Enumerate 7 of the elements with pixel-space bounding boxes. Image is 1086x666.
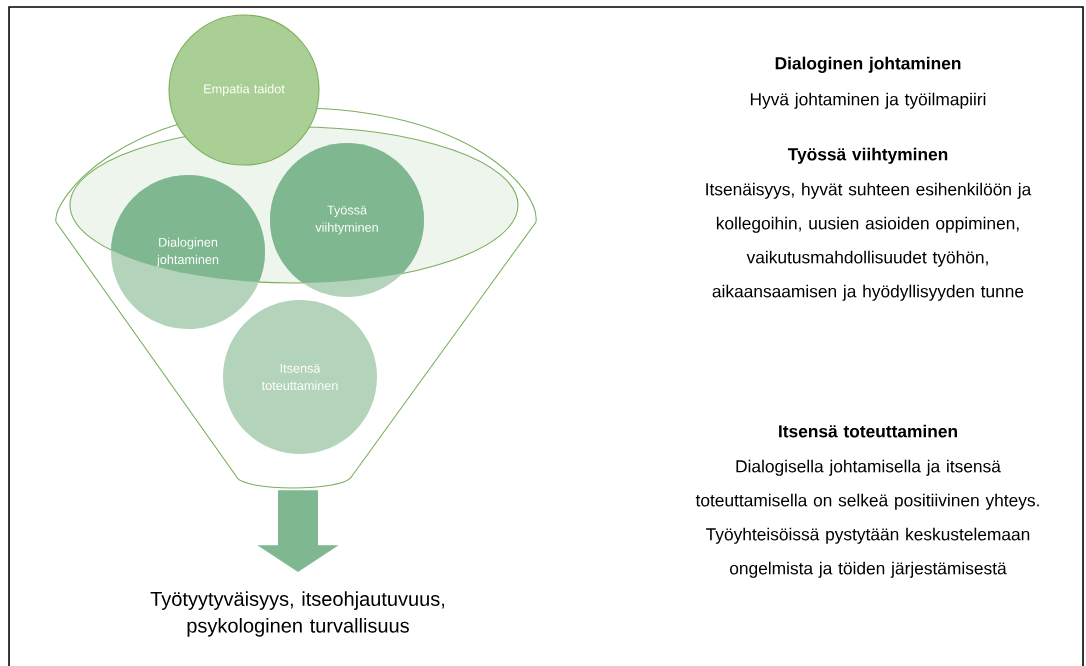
paragraph: Hyvä johtaminen ja työilmapiiri: [750, 92, 986, 109]
result-text: Työtyytyväisyys, itseohjautuvuus, psykologinen turvallisuus: [150, 591, 445, 637]
paragraph: Itsenäisyys, hyvät suhteen esihenkilöön ja kollegoihin, uusien asioiden oppiminen, vaikutusmahdollisuudet työhön, aikaansaamisen ja hyödyllisyyden tunne: [706, 182, 1032, 301]
heading: Itsensä toteuttaminen: [779, 424, 957, 438]
paragraph: Dialogisella johtamisella ja itsensä toteuttamisella on selkeä positiivinen yhteys. Työyhteisöissä pystytään keskustelemaan ongelmista ja töiden järjestämisestä: [695, 459, 1039, 578]
heading: Dialoginen johtaminen: [775, 56, 961, 73]
heading: Työssä viihtyminen: [787, 147, 948, 164]
